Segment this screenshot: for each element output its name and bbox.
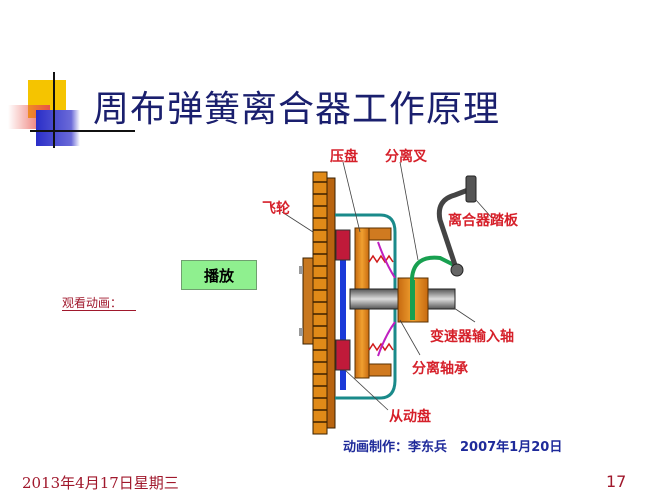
decor-blue-square (36, 110, 80, 146)
label-input-shaft: 变速器输入轴 (430, 329, 514, 345)
label-driven-disc: 从动盘 (389, 409, 431, 425)
label-flywheel: 飞轮 (262, 201, 290, 217)
decor-vertical-line (53, 72, 55, 148)
label-clutch-pedal: 离合器踏板 (448, 213, 518, 229)
label-release-fork: 分离叉 (385, 149, 427, 165)
page-number: 17 (606, 472, 627, 491)
footer-date: 2013年4月17日星期三 (22, 474, 179, 492)
watch-animation-link[interactable]: 观看动画： (62, 296, 137, 311)
label-release-bearing: 分离轴承 (412, 361, 468, 377)
label-pressure-plate: 压盘 (330, 149, 358, 165)
decor-horizontal-line (30, 130, 135, 132)
animation-credit: 动画制作：李东兵 2007年1月20日 (343, 440, 563, 455)
slide-title: 周布弹簧离合器工作原理 (93, 89, 501, 130)
play-button[interactable]: 播放 (181, 260, 257, 290)
